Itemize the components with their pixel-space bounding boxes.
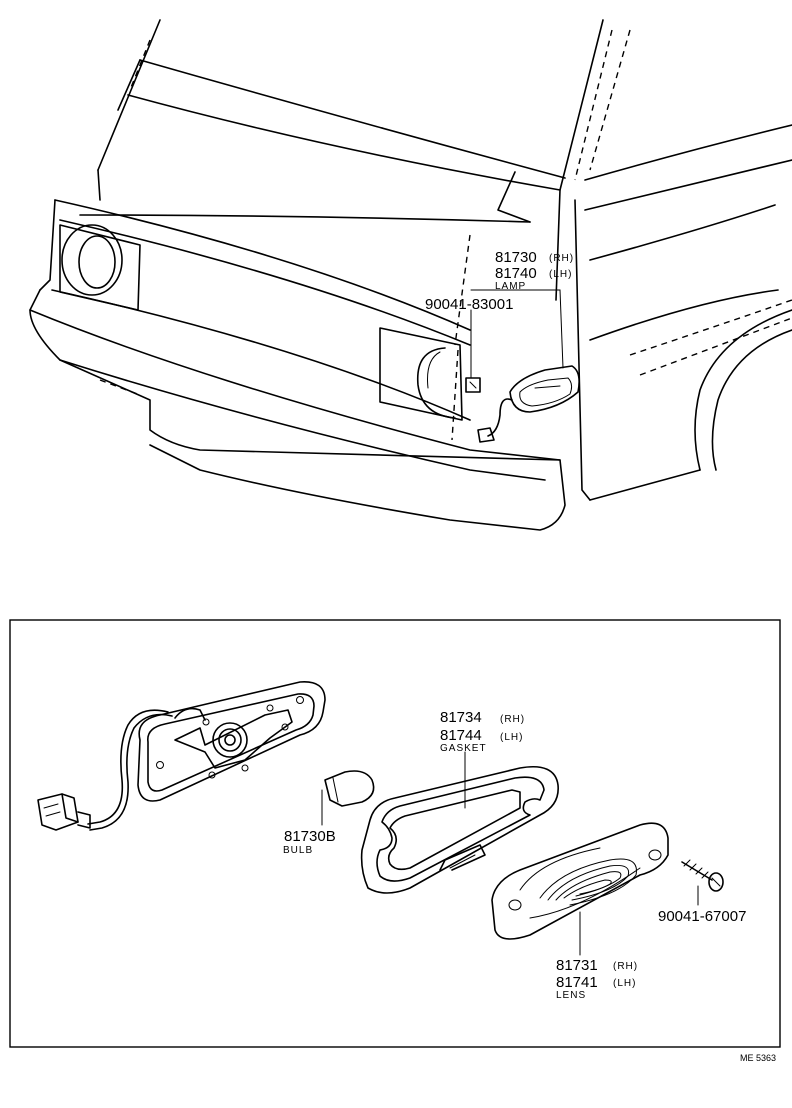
bulb-name: BULB (283, 845, 313, 856)
lens-callout: 81731 (RH) 81741 (LH) LENS (556, 957, 638, 1001)
lens-side-lh: (LH) (613, 978, 636, 989)
lens-name: LENS (556, 990, 586, 1001)
lamp-housing-illustration (37, 681, 326, 831)
gasket-part-number-lh: 81744 (440, 727, 482, 744)
bulb-illustration (324, 770, 375, 807)
lamp-part-number-rh: 81730 (495, 249, 537, 266)
lens-illustration (491, 822, 669, 940)
gasket-part-number-rh: 81734 (440, 709, 482, 726)
gasket-callout: 81734 (RH) 81744 (LH) GASKET (440, 709, 525, 754)
lamp-side-rh: (RH) (549, 253, 574, 264)
exploded-view-frame (9, 619, 781, 1048)
gasket-side-rh: (RH) (500, 714, 525, 725)
screw-illustration (681, 859, 724, 892)
drawing-code: ME 5363 (740, 1053, 776, 1063)
exploded-leader-lines (321, 751, 699, 956)
top-leader-lines (470, 289, 564, 379)
lamp-name: LAMP (495, 281, 526, 292)
lamp-side-lh: (LH) (549, 269, 572, 280)
top-lamp-callout: 81730 (RH) 81740 (LH) LAMP 90041-83001 (425, 249, 574, 313)
top-screw-part-number: 90041-83001 (425, 296, 513, 313)
vehicle-front-illustration (29, 19, 792, 531)
bulb-part-number: 81730B (284, 828, 336, 845)
lens-side-rh: (RH) (613, 961, 638, 972)
gasket-name: GASKET (440, 743, 487, 754)
lens-part-number-lh: 81741 (556, 974, 598, 991)
bulb-callout: 81730B BULB (283, 828, 336, 856)
gasket-illustration (360, 766, 559, 894)
lens-part-number-rh: 81731 (556, 957, 598, 974)
lamp-part-number-lh: 81740 (495, 265, 537, 282)
screw-part-number: 90041-67007 (658, 908, 746, 925)
gasket-side-lh: (LH) (500, 732, 523, 743)
